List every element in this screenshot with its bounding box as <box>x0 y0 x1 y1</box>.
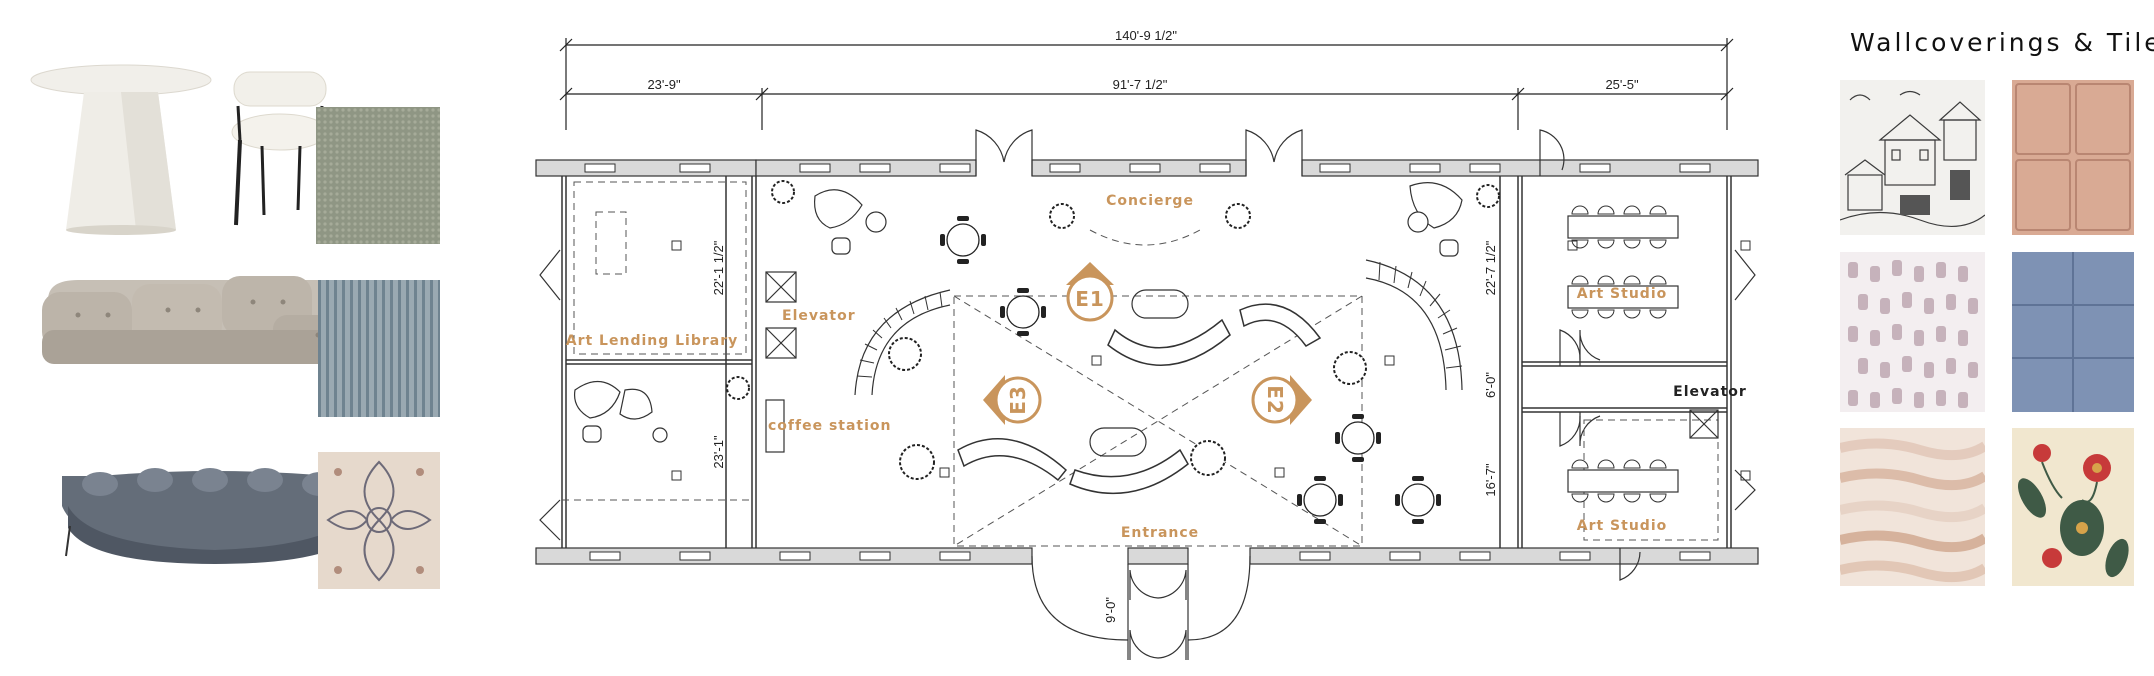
dim-right-middle: 6'-0" <box>1483 372 1498 398</box>
label-elevator-right: Elevator <box>1673 384 1747 400</box>
ceiling-dashed-lines <box>562 181 1719 547</box>
label-entrance: Entrance <box>1121 525 1199 541</box>
blue-square-tile-swatch <box>2012 252 2134 412</box>
toile-village-swatch <box>1840 80 1985 235</box>
pedestal-table-image <box>30 64 212 235</box>
floor-plan: 140'-9 1/2" 23'-9" 91'-7 1/2" 25'-5" <box>535 28 1759 660</box>
plants <box>726 180 1500 480</box>
label-art-studio-upper: Art Studio <box>1577 286 1668 302</box>
dim-center-bay: 91'-7 1/2" <box>1113 77 1168 92</box>
bistro-tables <box>946 223 1435 517</box>
botanical-floral-swatch <box>2012 428 2134 586</box>
interior-walls <box>561 176 1732 548</box>
brushstroke-wallpaper-swatch <box>1840 252 1985 412</box>
outlet-symbols <box>671 240 1751 481</box>
materials-title: Wallcoverings & Tile <box>1850 28 2154 57</box>
stair-treads <box>856 261 1463 378</box>
dim-right-bay: 25'-5" <box>1605 77 1639 92</box>
damask-fabric-swatch <box>318 452 440 589</box>
marker-e3-label: E3 <box>1006 385 1030 415</box>
terracotta-tile-swatch <box>2012 80 2134 235</box>
dimension-lines <box>559 38 1734 130</box>
oval-tables <box>1089 289 1189 457</box>
lounge-chairs <box>573 182 1463 443</box>
studio-tables <box>1567 215 1679 493</box>
dim-left-upper: 22'-1 1/2" <box>711 240 726 295</box>
sage-fabric-swatch <box>316 107 440 244</box>
label-art-lending-library: Art Lending Library <box>566 333 739 349</box>
label-art-studio-lower: Art Studio <box>1577 518 1668 534</box>
curved-stairs <box>854 259 1463 396</box>
studio-stools <box>1571 205 1667 503</box>
dim-left-bay: 23'-9" <box>647 77 681 92</box>
dim-left-lower: 23'-1" <box>711 435 726 469</box>
marker-e2-label: E2 <box>1263 385 1287 415</box>
elevation-marker-e3: E3 <box>983 375 1042 425</box>
bistro-chairs <box>940 216 1441 524</box>
curved-sectional-image <box>62 468 368 564</box>
break-lines <box>539 249 1756 541</box>
furniture-panel <box>0 0 460 676</box>
curved-sofas <box>957 303 1322 495</box>
elevator-shafts <box>765 271 1719 453</box>
dim-right-lower: 16'-7" <box>1483 463 1498 497</box>
modular-sofa-image <box>42 276 398 364</box>
elevation-marker-e1: E1 <box>1066 262 1114 322</box>
windows <box>584 163 1711 561</box>
dim-right-upper: 22'-7 1/2" <box>1483 240 1498 295</box>
label-coffee-station: coffee station <box>768 418 892 434</box>
label-concierge: Concierge <box>1106 193 1194 209</box>
blue-stripe-fabric-swatch <box>318 280 440 417</box>
elevation-marker-e2: E2 <box>1251 375 1312 425</box>
watercolor-wave-swatch <box>1840 428 1985 586</box>
marker-e1-label: E1 <box>1075 287 1105 311</box>
doors <box>975 129 1641 660</box>
dim-entrance-depth: 9'-0" <box>1103 597 1118 623</box>
dim-overall: 140'-9 1/2" <box>1115 28 1177 43</box>
label-elevator-left: Elevator <box>782 308 856 324</box>
